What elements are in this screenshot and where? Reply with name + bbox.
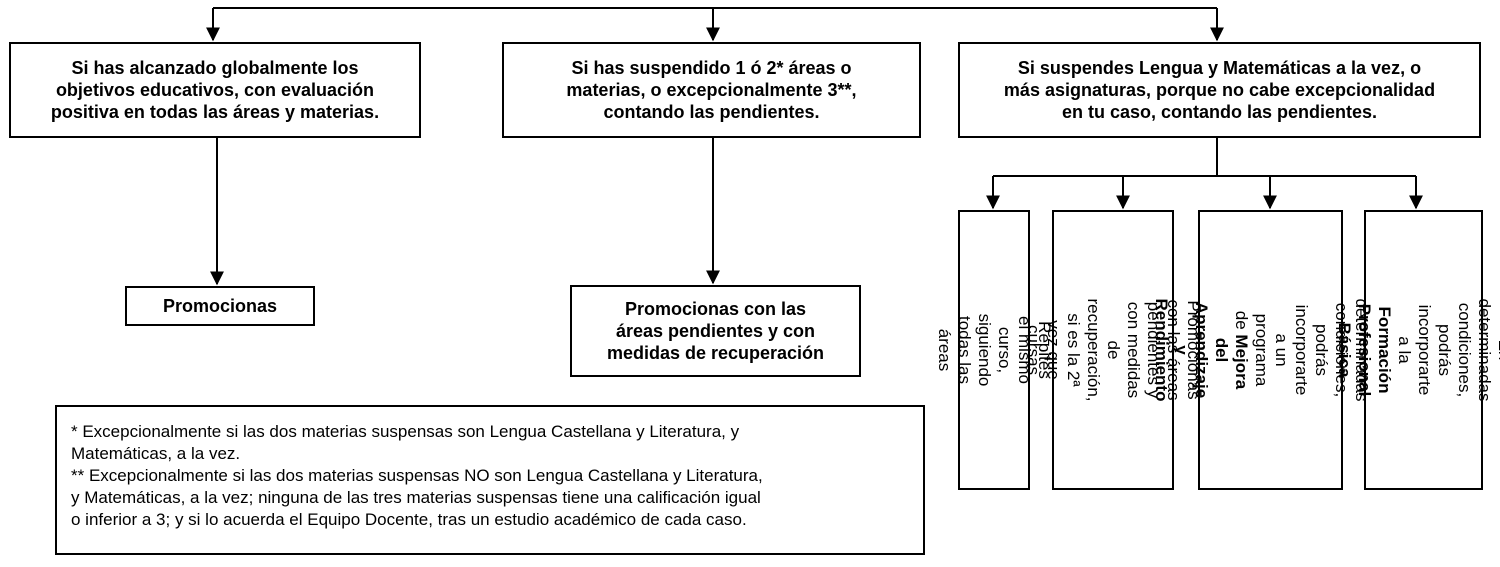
option-text-fpb-program: Formación Profesional Básica (1334, 303, 1394, 397)
condition-box-failed-few: Si has suspendido 1 ó 2* áreas o materia… (502, 42, 921, 138)
condition-box-passed: Si has alcanzado globalmente los objetiv… (9, 42, 421, 138)
condition-box-failed-many: Si suspendes Lengua y Matemáticas a la v… (958, 42, 1481, 138)
result-box-promotes: Promocionas (125, 286, 315, 326)
option-text-fpb-intro: En determinadas condiciones, podrás inco… (1394, 298, 1500, 402)
footnote-2: ** Excepcionalmente si las dos materias … (71, 466, 763, 529)
option-text-fpb: En determinadas condiciones, podrás inco… (1334, 299, 1500, 402)
option-box-pmar: En determinadas condiciones, podrás inco… (1152, 210, 1391, 490)
option-box-repeat: Repites el mismo curso, siguiendo todas … (935, 210, 1054, 490)
option-box-promote-second: Promocionas con las áreas pendientes y c… (1024, 210, 1203, 490)
condition-text-failed-many: Si suspendes Lengua y Matemáticas a la v… (1003, 58, 1436, 122)
condition-text-failed-few: Si has suspendido 1 ó 2* áreas o materia… (566, 58, 857, 122)
option-box-fpb: En determinadas condiciones, podrás inco… (1335, 210, 1500, 490)
condition-text-passed: Si has alcanzado globalmente los objetiv… (50, 58, 380, 122)
result-text-promotes: Promocionas (162, 296, 278, 316)
result-box-promotes-pending: Promocionas con las áreas pendientes y c… (570, 285, 861, 377)
footnote-1: * Excepcionalmente si las dos materias s… (71, 422, 740, 463)
footnotes-box: * Excepcionalmente si las dos materias s… (55, 405, 925, 555)
result-text-promotes-pending: Promocionas con las áreas pendientes y c… (606, 299, 825, 363)
